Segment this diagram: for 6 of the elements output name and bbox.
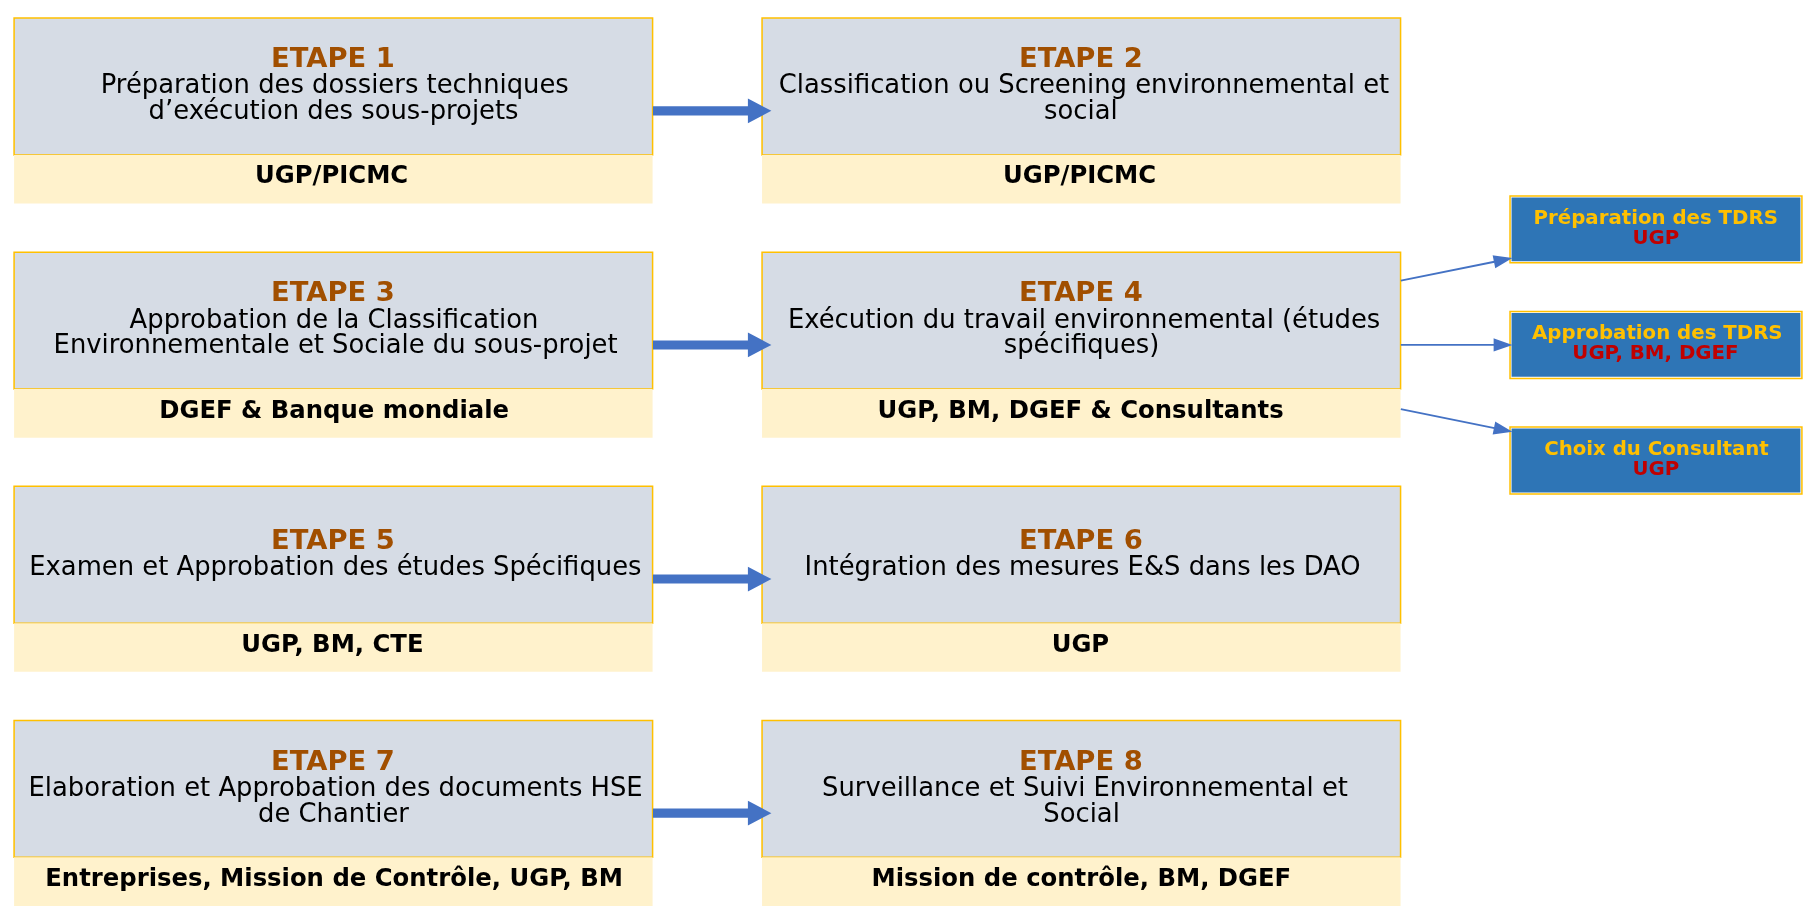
arrow <box>652 566 772 592</box>
arrow <box>652 800 772 826</box>
arrow <box>1399 338 1513 352</box>
arrow <box>652 98 772 124</box>
arrow <box>1399 255 1513 282</box>
arrow <box>652 332 772 358</box>
